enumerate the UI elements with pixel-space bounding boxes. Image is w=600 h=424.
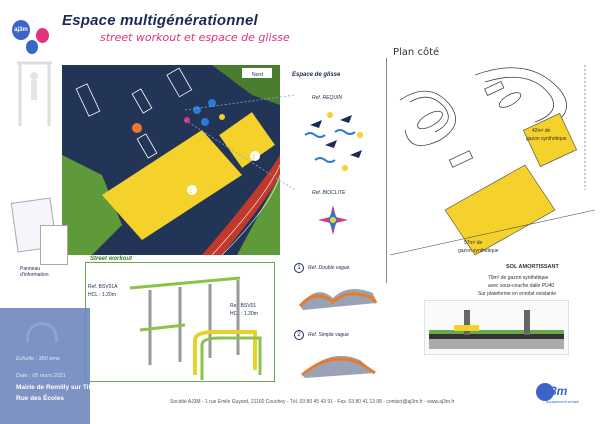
arch-watermark-icon xyxy=(26,322,58,342)
vague-marker-1: 1 xyxy=(294,263,304,273)
brand-tagline: équipement urbain xyxy=(546,399,580,404)
balloon-blue-icon xyxy=(26,40,38,54)
zone-marker-1: 1 xyxy=(189,189,193,195)
footer-contact: Société AJ3M - 1 rue Emile Guyard, 21160… xyxy=(170,399,455,405)
bioclite-module-icon xyxy=(318,205,348,235)
sol-line1: 79m² de gazon synthétique xyxy=(488,275,549,281)
balloon-logo-icon: aj3m xyxy=(12,20,30,40)
ref-requin-label: Ref. REQUIN xyxy=(312,95,343,101)
sol-title: SOL AMORTISSANT xyxy=(506,264,559,270)
double-vague-label: Ref. Double vague xyxy=(308,265,350,271)
street-workout-title: Street workout xyxy=(88,256,135,262)
sol-line2: avec sous-couche dalle PU40 xyxy=(488,283,555,289)
zone-marker-2: 2 xyxy=(252,155,256,161)
rue-label: Rue des Écoles xyxy=(16,395,65,402)
panneau-sign-icon xyxy=(40,225,68,265)
gazon2-line1: 57m² de xyxy=(464,240,483,246)
divider-line xyxy=(386,58,387,283)
nord-label: Nord xyxy=(252,72,263,78)
ref-bsv01a-label: Ref. BSV01A xyxy=(88,284,118,290)
simple-vague-icon xyxy=(301,355,376,378)
panneau-label: Panneau d'information xyxy=(20,266,49,278)
requin-module-icon xyxy=(304,112,363,171)
hcl1-label: HCL : 1.20m xyxy=(88,292,116,298)
gazon2-line2: gazon synthétique xyxy=(458,248,499,254)
vague-marker-2: 2 xyxy=(294,330,304,340)
sol-cross-section xyxy=(424,300,569,355)
plan-cote-title: Plan côté xyxy=(393,47,440,58)
site-plan: 1 2 Nord xyxy=(62,65,280,255)
simple-vague-label: Ref. Simple vague xyxy=(308,332,349,338)
gazon1-line1: 42m² de xyxy=(532,128,551,134)
hcl2-label: HCL : 1.20m xyxy=(230,311,258,317)
pullup-bar-watermark-icon xyxy=(17,61,52,126)
gazon1-line2: gazon synthétique xyxy=(526,136,567,142)
plan-cote-drawing xyxy=(390,65,595,256)
double-vague-icon xyxy=(298,289,378,310)
balloon-pink-icon xyxy=(36,28,49,43)
page-subtitle: street workout et espace de glisse xyxy=(100,31,290,44)
sol-line3: Sur plateforme en enrobé existante xyxy=(478,291,557,297)
brand-circle-icon xyxy=(536,383,554,401)
mairie-label: Mairie de Remilly sur Tille (21) xyxy=(16,384,110,391)
glisse-title: Espace de glisse xyxy=(292,72,341,78)
connector-lines xyxy=(184,94,296,191)
aj3m-brand-logo: aj3m équipement urbain xyxy=(536,383,580,405)
date-label: Date : 05 mars 2021 xyxy=(16,373,66,379)
street-workout-illustration xyxy=(129,276,262,380)
brand-text: aj3m xyxy=(540,384,568,398)
ref-bsv01-label: Ref. BSV01 xyxy=(230,303,257,309)
page-title: Espace multigénérationnel xyxy=(62,12,258,29)
echelle-label: Echelle : 350 ème xyxy=(16,356,61,362)
balloon-text: aj3m xyxy=(14,27,28,33)
ref-bioclite-label: Ref. BIOCLITE xyxy=(312,190,346,196)
